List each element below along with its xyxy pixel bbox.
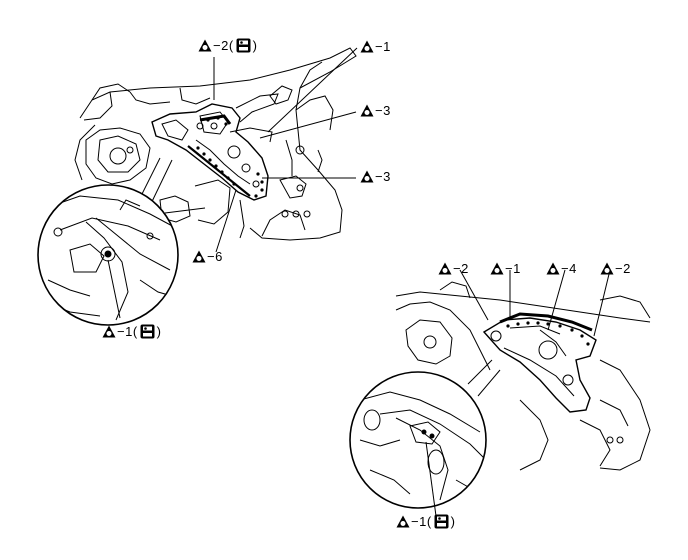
callout-text: −2 bbox=[453, 261, 469, 276]
callout-text: −3 bbox=[375, 169, 391, 184]
spot-weld-icon bbox=[434, 514, 449, 529]
callout-text-close: ) bbox=[450, 514, 456, 529]
weld-triangle-icon bbox=[192, 250, 206, 263]
weld-triangle-icon bbox=[438, 262, 452, 275]
callout-text: −1 bbox=[375, 39, 391, 54]
weld-triangle-icon bbox=[102, 325, 116, 338]
callout-text-close: ) bbox=[156, 324, 162, 339]
weld-triangle-icon bbox=[396, 515, 410, 528]
callout-top-1: −1 bbox=[360, 40, 391, 53]
callout-text: −2( bbox=[213, 38, 234, 53]
callout-text: −1( bbox=[411, 514, 432, 529]
weld-triangle-icon bbox=[600, 262, 614, 275]
callout-right-1: −1 bbox=[490, 262, 521, 275]
weld-triangle-icon bbox=[360, 104, 374, 117]
spot-weld-icon bbox=[236, 38, 251, 53]
callout-top-6: −6 bbox=[192, 250, 223, 263]
detail-circle-upper bbox=[37, 184, 179, 326]
callout-left-1: −1( ) bbox=[102, 324, 162, 339]
callout-text: −2 bbox=[615, 261, 631, 276]
callout-top-3b: −3 bbox=[360, 170, 391, 183]
lower-body-assembly bbox=[395, 269, 651, 471]
callout-text: −6 bbox=[207, 249, 223, 264]
callout-text: −1 bbox=[505, 261, 521, 276]
callout-right-2b: −2 bbox=[600, 262, 631, 275]
callout-text: −1( bbox=[117, 324, 138, 339]
weld-triangle-icon bbox=[360, 40, 374, 53]
callout-text: −3 bbox=[375, 103, 391, 118]
detail-circle-lower bbox=[349, 371, 487, 517]
spot-weld-icon bbox=[140, 324, 155, 339]
callout-right-2a: −2 bbox=[438, 262, 469, 275]
callout-text-close: ) bbox=[252, 38, 258, 53]
weld-triangle-icon bbox=[360, 170, 374, 183]
callout-right-4: −4 bbox=[546, 262, 577, 275]
weld-triangle-icon bbox=[198, 39, 212, 52]
weld-triangle-icon bbox=[490, 262, 504, 275]
callout-text: −4 bbox=[561, 261, 577, 276]
callout-bottom-1: −1( ) bbox=[396, 514, 456, 529]
weld-triangle-icon bbox=[546, 262, 560, 275]
callout-top-2: −2( ) bbox=[198, 38, 258, 53]
callout-top-3a: −3 bbox=[360, 104, 391, 117]
